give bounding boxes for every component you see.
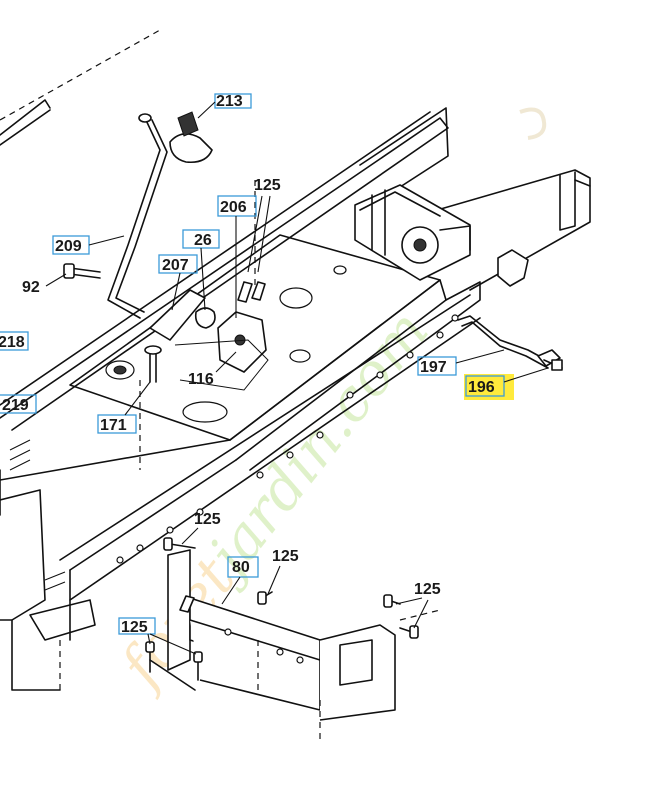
label-box-207	[158, 254, 198, 274]
label-125-top: 125	[254, 177, 281, 194]
label-207: 207	[162, 257, 189, 274]
label-box-218	[0, 331, 29, 351]
label-206: 206	[220, 199, 247, 216]
label-116: 116	[188, 371, 214, 388]
label-125-mid: 125	[194, 511, 221, 528]
label-171: 171	[100, 417, 127, 434]
label-213: 213	[216, 93, 243, 110]
label-box-197	[417, 356, 457, 376]
label-26: 26	[194, 232, 212, 249]
label-197: 197	[420, 359, 447, 376]
label-218: 218	[0, 334, 25, 351]
pulley-assembly	[354, 184, 471, 281]
label-219: 219	[2, 397, 29, 414]
label-92: 92	[22, 279, 40, 296]
label-box-206	[217, 195, 257, 217]
bracket-group	[149, 281, 269, 391]
label-125-right-mid: 125	[272, 548, 299, 565]
label-80: 80	[232, 559, 250, 576]
bolts	[63, 263, 162, 383]
frame-chassis	[0, 99, 591, 691]
label-box-213	[214, 93, 252, 109]
label-box-196	[465, 375, 505, 397]
knob-213	[169, 111, 213, 164]
label-125-lower-left: 125	[121, 619, 148, 636]
label-125-lower-right: 125	[414, 581, 441, 598]
bracket-80	[149, 549, 441, 721]
label-box-171	[97, 414, 137, 434]
rear-knob	[497, 249, 529, 287]
bolts-125	[145, 537, 419, 681]
label-box-219	[0, 394, 37, 414]
lever-209	[107, 113, 168, 319]
label-box-80	[227, 556, 259, 578]
label-196: 196	[468, 379, 495, 396]
label-209: 209	[55, 238, 82, 255]
label-box-125-lower-left	[118, 617, 156, 635]
rod-197	[457, 315, 563, 371]
labels: 213 125 206 209 26 207 92 218 116 219	[0, 93, 549, 655]
